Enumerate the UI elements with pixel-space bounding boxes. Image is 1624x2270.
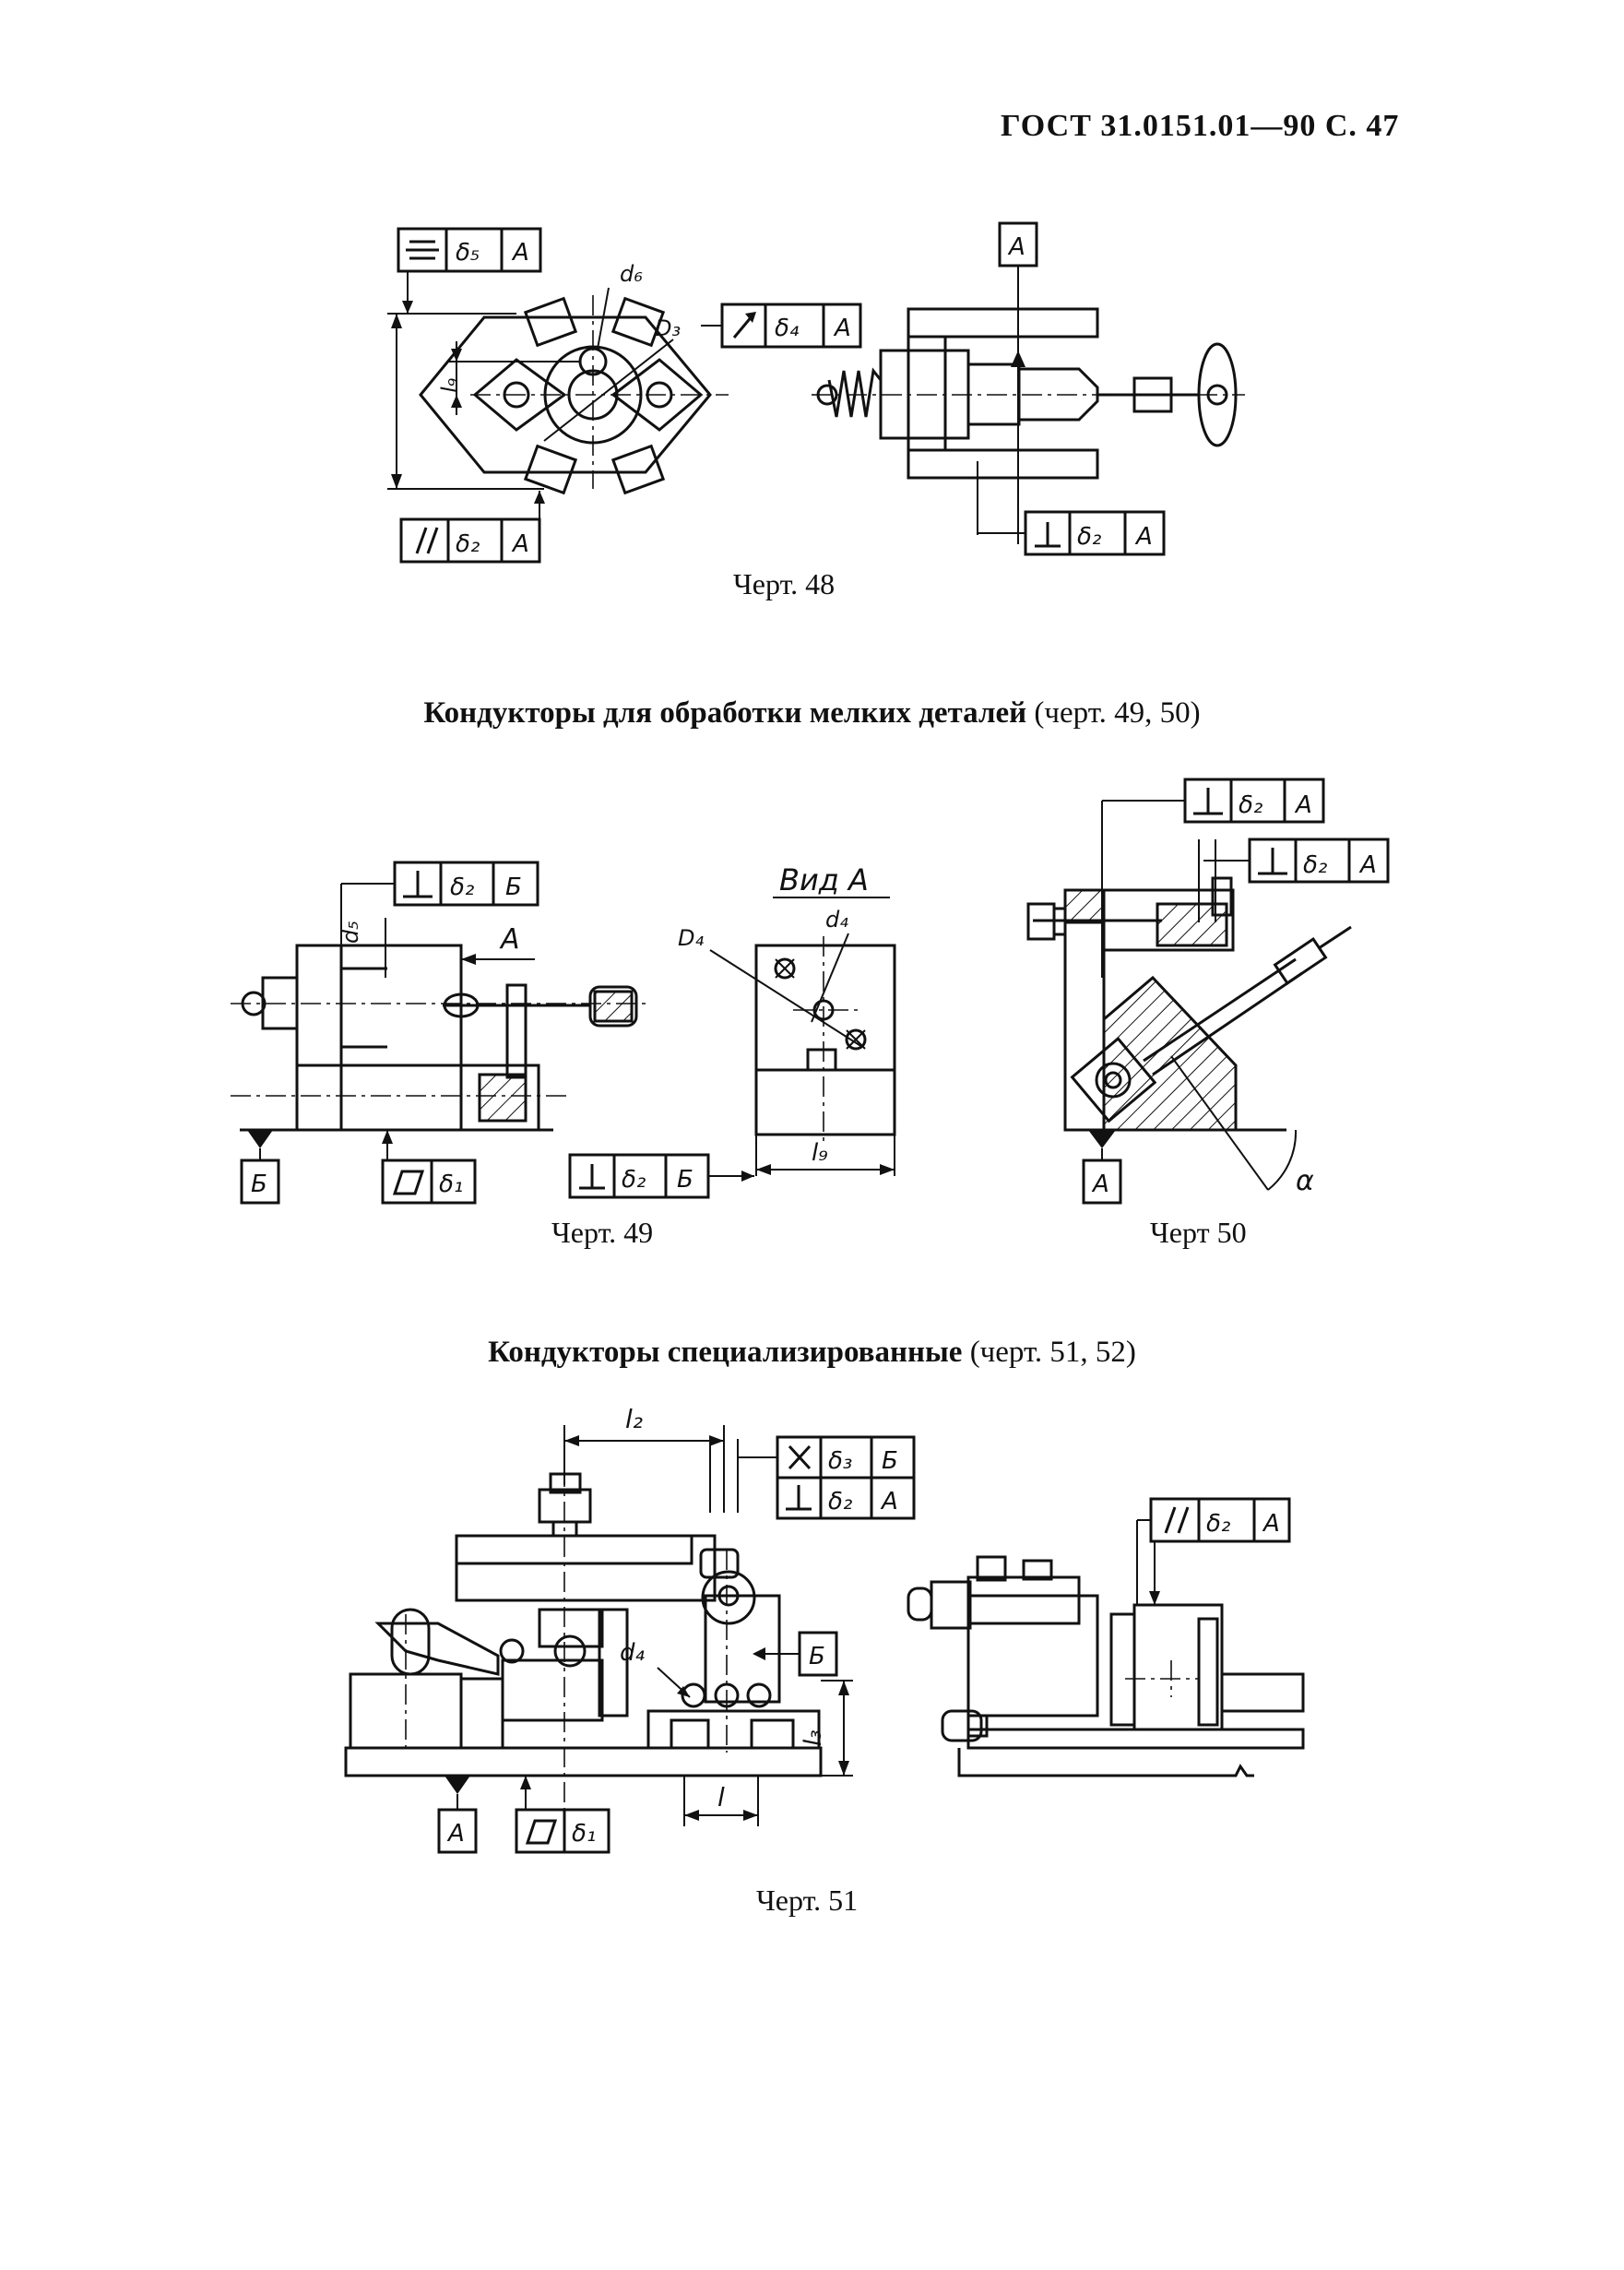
flatness-tolerance-label: δ₁ — [572, 1820, 596, 1848]
datum-letter: Б — [251, 1171, 267, 1198]
fig51-l-label: l — [717, 1782, 725, 1812]
symmetry-symbol-icon — [406, 240, 439, 260]
perp-datum-label: А — [880, 1488, 898, 1515]
fig51-l2-label: l₂ — [625, 1404, 643, 1434]
tolerance-frame-perpendicular-fig50a: δ₂ А — [1183, 778, 1325, 824]
view-a-title: Вид А — [779, 862, 869, 897]
radial-runout-symbol-icon — [732, 312, 756, 339]
perpendicularity-symbol-icon — [1258, 848, 1287, 875]
perp-tolerance-label: δ₂ — [1077, 523, 1101, 551]
flatness-symbol-icon — [392, 1170, 425, 1195]
section-heading-specialized-title: Кондукторы специализированные — [488, 1336, 963, 1369]
datum-box-A-fig51: А — [437, 1808, 478, 1854]
fig51-side-view-drawing: δ₂ А — [907, 1497, 1305, 1777]
section-heading-small-parts-ref: (черт. 49, 50) — [1034, 696, 1201, 730]
parallelism-symbol-icon — [415, 527, 439, 554]
section-heading-specialized: Кондукторы специализированные (черт. 51,… — [0, 1336, 1624, 1370]
caption-fig50: Черт 50 — [1150, 1216, 1247, 1249]
fig51-jig-drawing: l₂ δ₃ Б δ₂ А — [344, 1404, 916, 1854]
tolerance-frame-perpendicular-fig49a: δ₂ Б — [393, 861, 539, 907]
fig48-hexagon-drawing: δ₅ А l₉ d₆ D₃ — [387, 227, 862, 564]
fig50-angled-jig-drawing: δ₂ А δ₂ А — [1026, 778, 1390, 1205]
perpendicularity-symbol-icon — [579, 1164, 605, 1190]
caption-fig49: Черт. 49 — [551, 1216, 654, 1249]
fig51-d4-label: d₄ — [620, 1639, 646, 1667]
perp-tolerance-label: δ₂ — [1303, 851, 1327, 879]
tolerance-frame-perpendicular-fig50b: δ₂ А — [1248, 838, 1390, 884]
caption-fig48: Черт. 48 — [733, 567, 836, 600]
fig48-d6-label: d₆ — [620, 261, 643, 287]
caption-fig51: Черт. 51 — [756, 1884, 859, 1917]
datum-letter: А — [1091, 1171, 1109, 1198]
section-heading-small-parts: Кондукторы для обработки мелких деталей … — [0, 696, 1624, 731]
perpendicularity-symbol-icon — [1193, 788, 1223, 815]
view-a-D4-label: D₄ — [678, 925, 704, 951]
tolerance-frame-position-perp: δ₃ Б δ₂ А — [776, 1435, 916, 1520]
perp-tolerance-label: δ₂ — [622, 1166, 646, 1194]
datum-letter: А — [1007, 233, 1025, 261]
tolerance-frame-flatness: δ₁ — [381, 1159, 477, 1205]
symmetry-tolerance-label: δ₅ — [456, 239, 480, 267]
perp-tolerance-label: δ₂ — [1239, 791, 1262, 819]
perp-tolerance-label: δ₂ — [828, 1488, 852, 1515]
flatness-tolerance-label: δ₁ — [439, 1171, 463, 1198]
position-cross-symbol-icon — [788, 1444, 812, 1470]
perpendicularity-symbol-icon — [1035, 522, 1061, 548]
perp-datum-label: А — [1294, 791, 1312, 819]
spring-icon — [816, 367, 883, 418]
fig50-alpha-label: α — [1296, 1165, 1314, 1197]
tolerance-frame-symmetry: δ₅ А — [397, 227, 542, 273]
view-a-l9-label: l₉ — [812, 1139, 828, 1167]
datum-box-A-top: А — [998, 221, 1038, 267]
datum-triangle-icon — [1088, 1130, 1116, 1148]
perpendicularity-symbol-icon — [786, 1485, 812, 1511]
datum-triangle-icon — [247, 1130, 273, 1148]
datum-box-B-fig51: Б — [798, 1631, 838, 1677]
symmetry-datum-label: А — [511, 239, 529, 267]
perp-datum-label: А — [1134, 523, 1153, 551]
position-tolerance-label: δ₃ — [828, 1447, 852, 1475]
fig49-jig-drawing: δ₂ Б d₅ А Б — [231, 861, 646, 1205]
tolerance-frame-perpendicular-fig48: δ₂ А — [1024, 510, 1166, 556]
fig48-l9-label: l₉ — [437, 377, 463, 393]
parallel-datum-label: А — [511, 530, 529, 558]
parallelism-symbol-icon — [1164, 1506, 1190, 1534]
datum-triangle-icon — [445, 1776, 470, 1794]
datum-box-B: Б — [240, 1159, 280, 1205]
tolerance-frame-perpendicular-fig49b: δ₂ Б — [568, 1153, 710, 1199]
parallel-datum-label: А — [1262, 1510, 1280, 1538]
flatness-symbol-icon — [525, 1819, 558, 1845]
tolerance-frame-parallel: δ₂ А — [399, 517, 541, 564]
parallel-tolerance-label: δ₂ — [456, 530, 480, 558]
tolerance-frame-flatness-fig51: δ₁ — [515, 1808, 610, 1854]
page-header: ГОСТ 31.0151.01—90 С. 47 — [1001, 109, 1400, 143]
fig48-side-view-drawing: А δ₂ А — [812, 221, 1245, 556]
runout-datum-label: А — [833, 315, 851, 342]
view-a-d4-label: d₄ — [825, 907, 848, 933]
datum-letter: А — [446, 1820, 465, 1848]
datum-box-A-fig50: А — [1082, 1159, 1122, 1205]
perp-datum-label: Б — [505, 874, 522, 901]
parallel-tolerance-label: δ₂ — [1206, 1510, 1230, 1538]
section-heading-specialized-ref: (черт. 51, 52) — [969, 1336, 1136, 1369]
perp-tolerance-label: δ₂ — [450, 874, 474, 901]
perpendicularity-symbol-icon — [403, 871, 433, 898]
perp-datum-label: Б — [677, 1166, 693, 1194]
datum-letter: Б — [809, 1643, 825, 1670]
section-heading-small-parts-title: Кондукторы для обработки мелких деталей — [423, 696, 1027, 730]
fig49-d5-label: d₅ — [338, 921, 363, 944]
tolerance-frame-parallel-fig51: δ₂ А — [1149, 1497, 1291, 1543]
fig51-l3-label: l₃ — [800, 1729, 827, 1746]
fig49-view-arrow-A: А — [499, 923, 520, 956]
position-datum-label: Б — [882, 1447, 898, 1475]
tolerance-frame-runout: δ₄ А — [720, 303, 862, 349]
fig49-view-a-drawing: Вид А D₄ d₄ l₉ δ₂ Б — [568, 862, 896, 1199]
perp-datum-label: А — [1358, 851, 1377, 879]
fig48-D3-label: D₃ — [655, 315, 681, 341]
runout-tolerance-label: δ₄ — [775, 315, 800, 342]
